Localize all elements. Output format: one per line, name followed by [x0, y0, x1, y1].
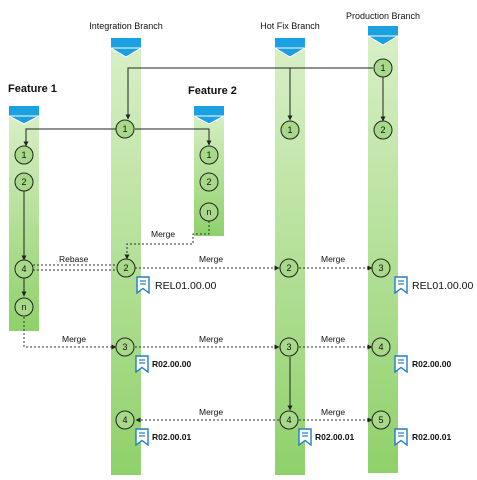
edge-label-merge-f1-int: Merge — [62, 334, 86, 344]
svg-text:2: 2 — [286, 263, 291, 273]
release-tag-icon — [135, 355, 149, 373]
svg-text:3: 3 — [286, 342, 291, 352]
node-f2-2: 2 — [199, 172, 219, 192]
node-f2-1: 1 — [199, 145, 219, 165]
edges-dashed — [23, 221, 373, 423]
tag-hot-r21: R02.00.01 — [298, 428, 354, 446]
nodes: 1 2 3 4 5 1 2 3 4 1 2 3 4 1 2 4 n 1 2 n — [14, 58, 393, 430]
svg-text:1: 1 — [122, 124, 127, 134]
svg-text:1: 1 — [21, 150, 26, 160]
svg-text:4: 4 — [286, 415, 291, 425]
node-int-3: 3 — [115, 337, 135, 357]
lane-title-production: Production Branch — [346, 11, 420, 21]
svg-text:4: 4 — [378, 342, 383, 352]
release-tag-icon — [394, 428, 408, 446]
edge-label-merge-int-hot-2: Merge — [199, 334, 223, 344]
svg-text:2: 2 — [206, 177, 211, 187]
edge-prod1-int — [125, 67, 373, 120]
edge-f1n-int3 — [23, 317, 117, 350]
node-int-4: 4 — [115, 410, 135, 430]
release-tag-icon — [136, 276, 150, 294]
node-prod-1: 1 — [373, 58, 393, 78]
lane-title-feature2: Feature 2 — [188, 85, 237, 97]
lane-title-hotfix: Hot Fix Branch — [260, 21, 320, 31]
edges-solid — [21, 67, 386, 411]
edge-label-merge-int-hot-1: Merge — [199, 254, 223, 264]
svg-text:1: 1 — [287, 125, 292, 135]
node-hot-4: 4 — [279, 410, 299, 430]
tag-label-hot-r21: R02.00.01 — [315, 432, 354, 442]
edge-prod1-hot — [287, 67, 373, 121]
tag-prod-rel: REL01.00.00 — [394, 276, 473, 294]
release-tag-icon — [394, 355, 408, 373]
svg-text:n: n — [206, 207, 211, 217]
svg-text:3: 3 — [122, 342, 127, 352]
tag-label-int-rel: REL01.00.00 — [155, 280, 216, 292]
svg-text:2: 2 — [380, 125, 385, 135]
svg-text:n: n — [21, 302, 26, 312]
node-prod-3: 3 — [371, 258, 391, 278]
lane-title-feature1: Feature 1 — [8, 83, 57, 95]
node-f2-n: n — [199, 202, 219, 222]
tag-label-int-r21: R02.00.01 — [152, 432, 191, 442]
lane-title-integration: Integration Branch — [89, 21, 163, 31]
svg-text:3: 3 — [378, 263, 383, 273]
node-f1-2: 2 — [14, 172, 34, 192]
node-prod-2: 2 — [373, 120, 393, 140]
edge-int1-f1 — [23, 128, 116, 147]
node-hot-3: 3 — [279, 337, 299, 357]
node-f1-n: n — [14, 297, 34, 317]
tag-prod-r21: R02.00.01 — [394, 428, 451, 446]
release-tag-icon — [135, 428, 149, 446]
tag-prod-r2: R02.00.00 — [394, 355, 451, 373]
edge-label-merge-hot-int-3: Merge — [199, 407, 223, 417]
tag-int-r2: R02.00.00 — [135, 355, 191, 373]
tag-label-prod-rel: REL01.00.00 — [412, 280, 473, 292]
svg-text:1: 1 — [380, 63, 385, 73]
tag-int-r21: R02.00.01 — [135, 428, 191, 446]
node-f1-4: 4 — [14, 259, 34, 279]
edge-label-merge-hot-prod-3: Merge — [321, 407, 345, 417]
tag-label-prod-r2: R02.00.00 — [412, 359, 451, 369]
release-tag-icon — [394, 276, 408, 294]
svg-text:4: 4 — [21, 264, 26, 274]
node-int-2: 2 — [116, 258, 136, 278]
edge-label-rebase: Rebase — [59, 254, 89, 264]
tag-label-prod-r21: R02.00.01 — [412, 432, 451, 442]
svg-text:4: 4 — [122, 415, 127, 425]
svg-text:2: 2 — [123, 263, 128, 273]
tag-label-int-r2: R02.00.00 — [152, 359, 191, 369]
svg-text:1: 1 — [206, 150, 211, 160]
tag-int-rel: REL01.00.00 — [136, 276, 216, 294]
edge-label-merge-hot-prod-2: Merge — [321, 334, 345, 344]
edge-int1-f2 — [135, 128, 212, 146]
node-hot-1: 1 — [280, 120, 300, 140]
edge-label-merge-f2-int: Merge — [151, 229, 175, 239]
node-hot-2: 2 — [279, 258, 299, 278]
node-prod-5: 5 — [371, 410, 391, 430]
svg-text:2: 2 — [21, 177, 26, 187]
svg-text:5: 5 — [378, 415, 383, 425]
edge-label-merge-hot-prod-1: Merge — [321, 254, 345, 264]
node-f1-1: 1 — [14, 145, 34, 165]
lane-integration — [109, 38, 143, 475]
edge-f2-int2 — [124, 221, 210, 260]
node-int-1: 1 — [115, 119, 135, 139]
node-prod-4: 4 — [371, 337, 391, 357]
